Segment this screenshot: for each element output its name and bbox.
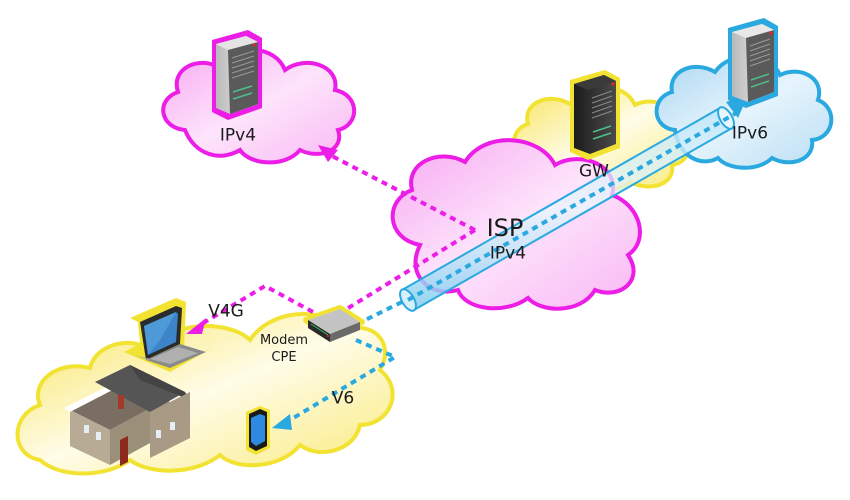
isp-to-ipv4-link <box>329 153 476 232</box>
ipv6-cloud-label: IPv6 <box>731 123 769 144</box>
isp-cloud-subtitle: IPv4 <box>489 243 527 264</box>
arrowhead-to-phone <box>272 414 292 430</box>
tunnel-to-modem-link <box>354 300 403 327</box>
gw-server-icon <box>570 70 620 160</box>
modem-cpe-label: Modem CPE <box>260 333 308 367</box>
laptop-icon <box>124 298 212 372</box>
ipv4-cloud-label: IPv4 <box>219 125 257 146</box>
ipv6-tunnel <box>399 106 739 312</box>
ipv4-server-icon <box>212 30 262 120</box>
arrowhead-to-ipv4 <box>318 145 338 162</box>
modem-label-line2: CPE <box>271 350 297 365</box>
arrowhead-to-laptop <box>186 318 206 334</box>
ipv6-server-icon <box>728 18 778 108</box>
isp-to-modem-link <box>343 228 477 312</box>
house-icon <box>64 365 190 466</box>
v6-link-label: V6 <box>331 388 355 409</box>
ipv4-links <box>198 153 477 327</box>
modem-to-phone-link <box>288 338 400 422</box>
modem-icon <box>303 305 365 342</box>
modem-label-line1: Modem <box>259 333 309 349</box>
smartphone-icon <box>246 406 270 455</box>
gw-cloud-label: GW <box>579 161 609 182</box>
v4g-link-label: V4G <box>208 301 244 322</box>
ipv6-links <box>288 300 403 422</box>
isp-cloud-title: ISP <box>486 214 524 242</box>
